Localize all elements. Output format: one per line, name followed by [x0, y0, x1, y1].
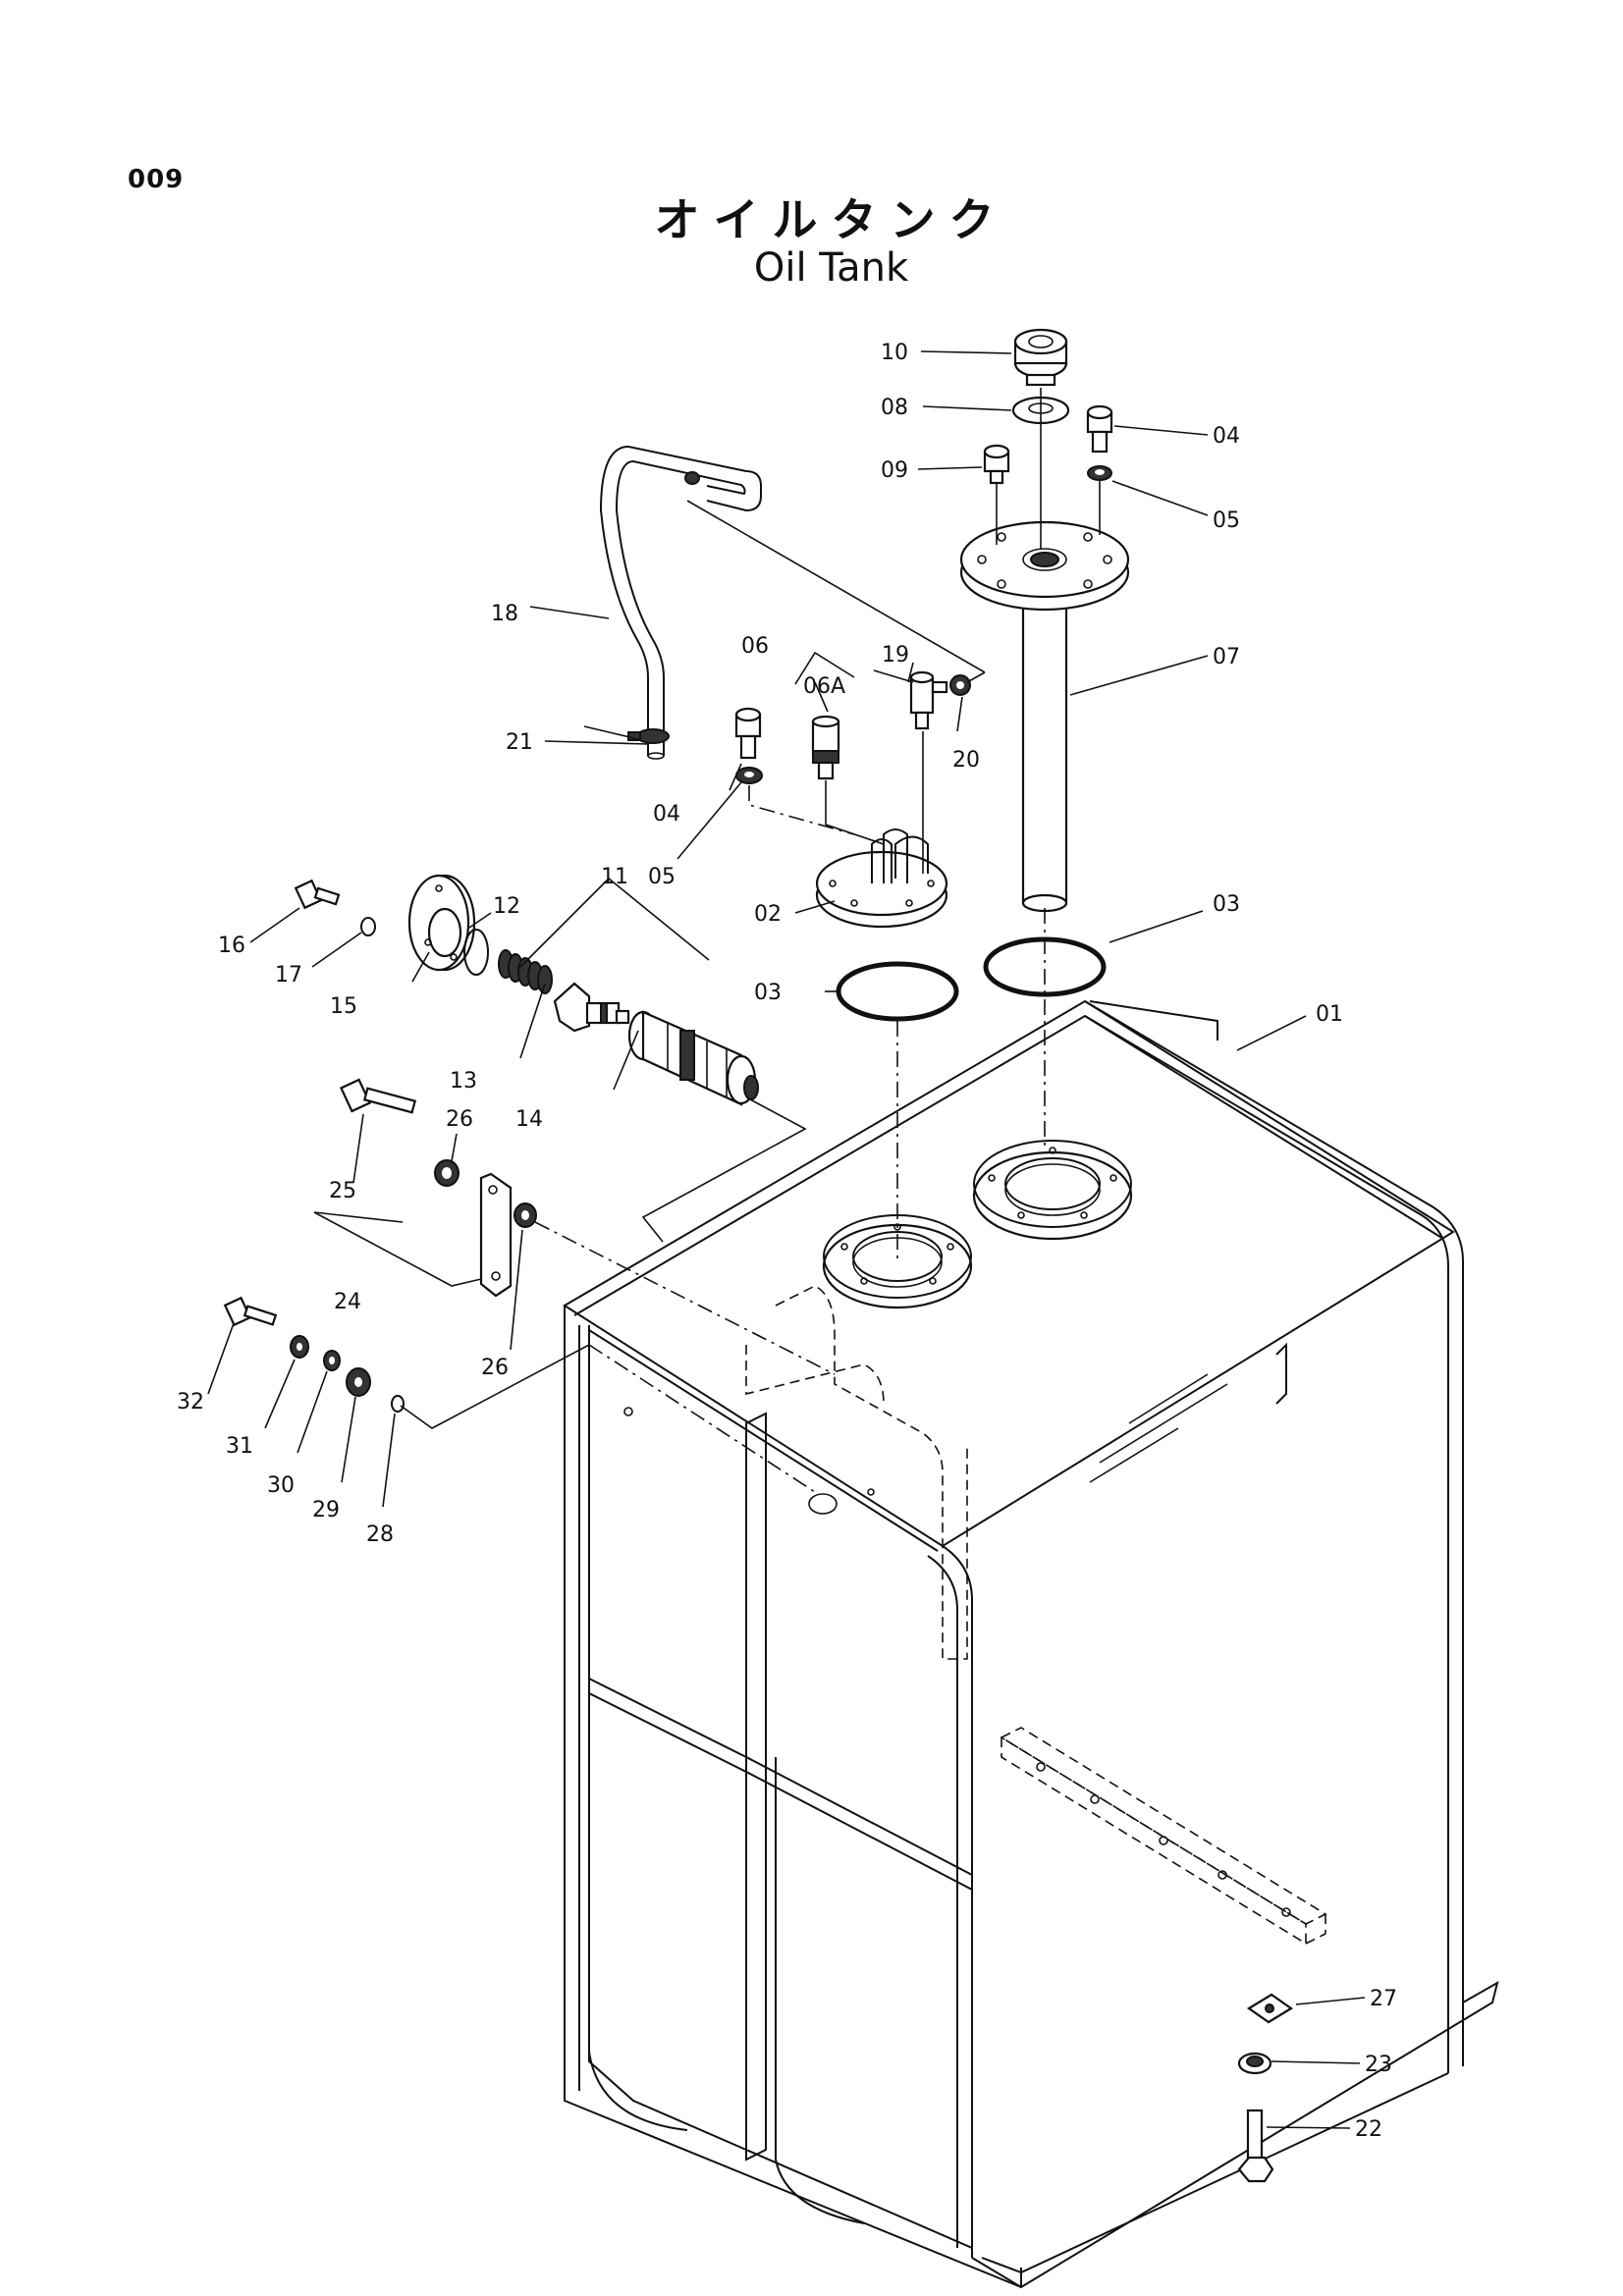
part-26-collar-upper	[434, 1159, 460, 1187]
part-18-hose	[599, 445, 762, 760]
callout-06: 06	[741, 634, 769, 659]
part-22-bolt	[1237, 2109, 1274, 2183]
assembly-lines	[400, 388, 1101, 1493]
title-japanese: オイルタンク	[654, 193, 1008, 246]
callout-05-left: 05	[648, 865, 676, 889]
part-14-valve	[553, 982, 630, 1033]
part-27-plate	[1246, 1993, 1294, 2024]
callout-17: 17	[275, 963, 302, 988]
part-05-washer-right	[1087, 465, 1112, 481]
callout-11: 11	[601, 865, 628, 889]
part-02-cover-plate	[815, 828, 948, 929]
callout-20: 20	[952, 748, 980, 773]
tank-flange-front	[822, 1214, 973, 1309]
callout-30: 30	[267, 1473, 295, 1498]
part-29-nut	[346, 1367, 371, 1397]
part-04-bolt-right	[1086, 404, 1113, 454]
part-03-o-ring-left	[836, 961, 959, 1022]
part-17-washer	[360, 917, 376, 936]
callout-13: 13	[450, 1069, 477, 1094]
callout-01: 01	[1316, 1002, 1343, 1027]
part-16-bolt	[294, 879, 341, 910]
callout-29: 29	[312, 1498, 340, 1522]
part-20-clamp	[949, 674, 971, 696]
callout-04-right: 04	[1213, 424, 1240, 449]
callout-19: 19	[882, 643, 909, 667]
callout-25: 25	[329, 1179, 356, 1203]
callout-10: 10	[881, 341, 908, 365]
callout-32: 32	[177, 1390, 204, 1415]
part-25-bolt	[339, 1078, 417, 1114]
part-32-bolt	[223, 1296, 278, 1327]
part-19-fitting	[909, 670, 948, 730]
oil-tank-body	[563, 999, 1499, 2289]
callout-labels: 10 08 09 04 05 07 06 06A 19 20 18 21 04 …	[177, 341, 1397, 2142]
callout-24: 24	[334, 1290, 361, 1314]
callout-26-lower: 26	[481, 1356, 509, 1380]
part-15-flange-cover	[407, 874, 476, 972]
callout-06A: 06A	[803, 674, 845, 699]
part-21-hose-clamp	[627, 728, 670, 744]
leader-lines	[207, 350, 1366, 2129]
callout-08: 08	[881, 396, 908, 420]
callout-16: 16	[218, 934, 245, 958]
part-04-bolt-left	[734, 707, 762, 760]
callout-07: 07	[1213, 645, 1240, 669]
tank-flange-rear	[972, 1140, 1133, 1241]
callout-23: 23	[1365, 2053, 1392, 2077]
callout-12: 12	[493, 894, 520, 919]
callout-14: 14	[515, 1107, 543, 1132]
callout-18: 18	[491, 602, 518, 626]
part-06-sensor	[811, 715, 840, 780]
part-24-stay	[479, 1172, 513, 1298]
part-26-collar-lower	[514, 1202, 537, 1228]
callout-02: 02	[754, 902, 782, 927]
part-05-washer-left	[735, 767, 763, 784]
part-30-washer	[323, 1350, 341, 1371]
callout-31: 31	[226, 1434, 253, 1459]
callout-21: 21	[506, 730, 533, 755]
callout-05-right: 05	[1213, 508, 1240, 533]
callout-15: 15	[330, 994, 357, 1019]
callout-26-upper: 26	[446, 1107, 473, 1132]
part-07-suction-pipe	[959, 520, 1130, 913]
callout-09: 09	[881, 458, 908, 483]
part-28-o-ring	[391, 1395, 405, 1413]
part-12-o-ring	[463, 929, 489, 976]
part-23-washer	[1237, 2052, 1272, 2075]
callout-03-right: 03	[1213, 892, 1240, 917]
part-31-washer	[290, 1335, 309, 1359]
part-11-strainer	[627, 1010, 759, 1106]
callout-03-left: 03	[754, 981, 782, 1005]
page-number: 009	[128, 165, 185, 194]
part-09-screw	[983, 444, 1010, 485]
callout-04-left: 04	[653, 802, 680, 827]
part-10-cap	[1013, 328, 1068, 387]
title-english: Oil Tank	[753, 245, 909, 291]
callout-22: 22	[1355, 2117, 1382, 2142]
callout-27: 27	[1370, 1987, 1397, 2011]
callout-28: 28	[366, 1522, 394, 1547]
